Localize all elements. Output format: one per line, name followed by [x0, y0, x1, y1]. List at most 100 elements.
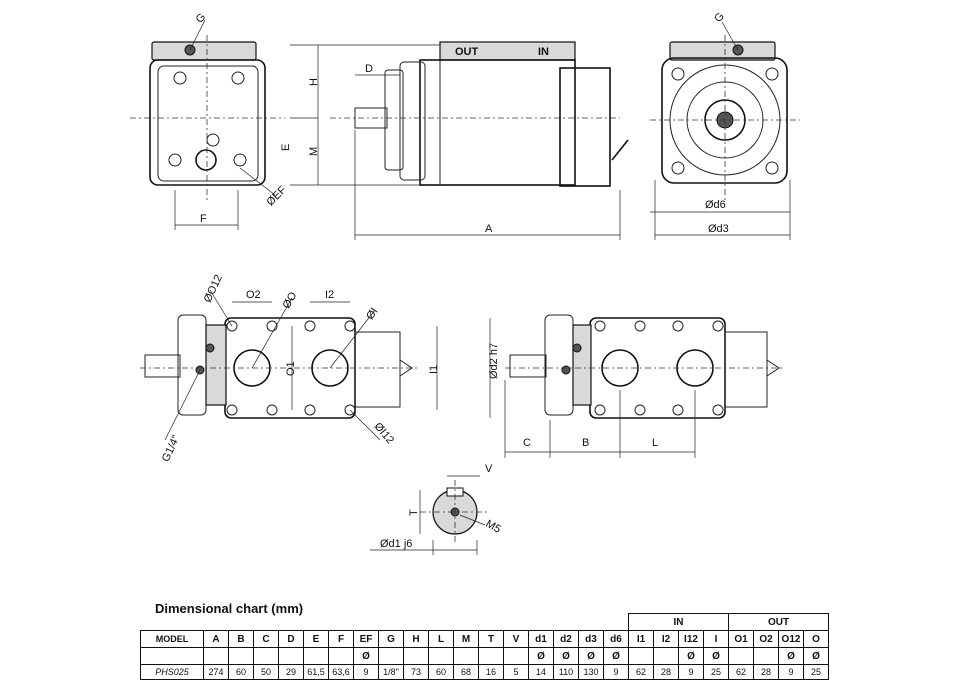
column-subheader [653, 647, 679, 665]
column-subheader: Ø [553, 647, 579, 665]
table-cell: 28 [653, 664, 679, 680]
table-cell: 73 [403, 664, 429, 680]
label-M5: M5 [484, 518, 503, 536]
column-subheader [403, 647, 429, 665]
table-cell: 62 [628, 664, 654, 680]
table-cell: 61,5 [303, 664, 329, 680]
column-header: C [253, 630, 279, 648]
column-header: M [453, 630, 479, 648]
column-header: d6 [603, 630, 629, 648]
label-H: H [308, 78, 320, 86]
table-cell: 16 [478, 664, 504, 680]
table-cell: 14 [528, 664, 554, 680]
column-subheader: Ø [803, 647, 829, 665]
label-O: ØO [281, 290, 300, 311]
table-cell: 28 [753, 664, 779, 680]
column-header: MODEL [140, 630, 204, 648]
label-V: V [485, 463, 493, 475]
label-D: D [365, 63, 373, 75]
column-subheader [253, 647, 279, 665]
group-out-header: OUT [728, 613, 829, 631]
label-G14: G1/4" [160, 433, 183, 463]
shaft-section: V T M5 Ød1 j6 [370, 463, 503, 555]
column-subheader: Ø [528, 647, 554, 665]
label-I1: I1 [428, 365, 440, 374]
column-subheader: Ø [578, 647, 604, 665]
column-header: H [403, 630, 429, 648]
column-header: T [478, 630, 504, 648]
table-cell: 60 [428, 664, 454, 680]
label-d1j6: Ød1 j6 [380, 538, 412, 550]
column-header: F [328, 630, 354, 648]
label-C: C [523, 437, 531, 449]
column-header: A [203, 630, 229, 648]
table-cell: 5 [503, 664, 529, 680]
column-header: G [378, 630, 404, 648]
top-view: ØO12 O2 ØO I2 ØI O1 I1 ØI12 G1/4" [140, 273, 440, 464]
column-header: d1 [528, 630, 554, 648]
column-subheader [728, 647, 754, 665]
column-header: L [428, 630, 454, 648]
chart-title: Dimensional chart (mm) [155, 601, 304, 616]
column-subheader [278, 647, 304, 665]
column-subheader [478, 647, 504, 665]
table-cell: 130 [578, 664, 604, 680]
label-out-top: OUT [455, 46, 479, 58]
column-header: O1 [728, 630, 754, 648]
label-G-rear: G [712, 11, 727, 25]
ports-side-view: Ød2 h7 C B L [488, 314, 785, 458]
column-subheader [753, 647, 779, 665]
column-header: I [703, 630, 729, 648]
table-cell: 63,6 [328, 664, 354, 680]
column-header: B [228, 630, 254, 648]
group-in-header: IN [628, 613, 729, 631]
label-d3: Ød3 [708, 223, 729, 235]
label-O2: O2 [246, 289, 261, 301]
column-subheader: Ø [603, 647, 629, 665]
table-cell: 9 [353, 664, 379, 680]
label-E: E [280, 144, 292, 151]
column-subheader [203, 647, 229, 665]
table-cell: 25 [803, 664, 829, 680]
group-spacer [141, 614, 629, 631]
table-cell: 25 [703, 664, 729, 680]
label-L: L [652, 437, 658, 449]
table-cell: 50 [253, 664, 279, 680]
column-header: EF [353, 630, 379, 648]
column-subheader [228, 647, 254, 665]
label-B: B [582, 437, 589, 449]
table-cell: 110 [553, 664, 579, 680]
column-subheader [328, 647, 354, 665]
column-header: O [803, 630, 829, 648]
label-G-front: G [194, 11, 209, 25]
column-subheader [428, 647, 454, 665]
label-M: M [308, 147, 320, 156]
table-cell: 9 [678, 664, 704, 680]
label-d2h7: Ød2 h7 [488, 343, 500, 379]
column-subheader: Ø [678, 647, 704, 665]
column-subheader [303, 647, 329, 665]
table-cell: 9 [778, 664, 804, 680]
table-cell: 274 [203, 664, 229, 680]
label-F: F [200, 213, 207, 225]
column-subheader [503, 647, 529, 665]
technical-drawing: G F ØEF OUT IN H M E D A [130, 11, 800, 555]
front-view: G F ØEF [130, 11, 289, 230]
label-O12: ØO12 [202, 273, 225, 305]
column-subheader: Ø [703, 647, 729, 665]
rear-view: G Ød6 Ød3 [650, 11, 800, 240]
column-header: d2 [553, 630, 579, 648]
table-cell: 60 [228, 664, 254, 680]
column-subheader [453, 647, 479, 665]
table-cell: 62 [728, 664, 754, 680]
column-subheader [140, 647, 204, 665]
label-O1: O1 [285, 361, 297, 376]
table-cell: PHS025 [140, 664, 204, 680]
label-d6: Ød6 [705, 199, 726, 211]
column-subheader [378, 647, 404, 665]
side-view: OUT IN H M E D A [280, 41, 629, 240]
